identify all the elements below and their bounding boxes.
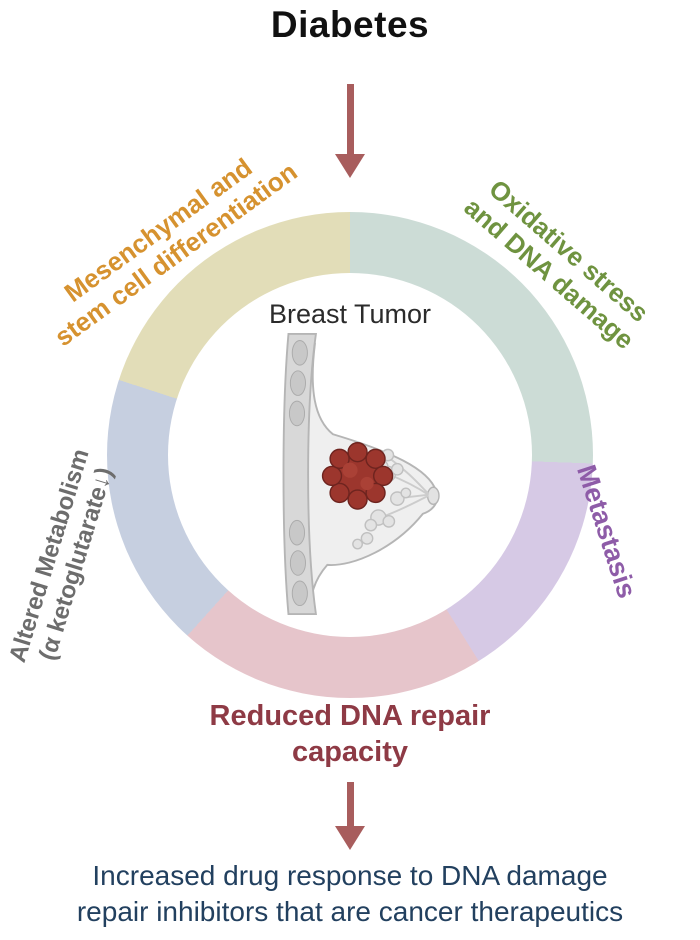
outcome-line: Increased drug response to DNA damage [92,860,608,891]
outcome-line: repair inhibitors that are cancer therap… [76,896,624,928]
arrow-head-icon [335,154,365,178]
label-line: capacity [291,736,409,769]
tumor [321,442,394,510]
outcome-text: Increased drug response to DNA damage re… [0,858,700,931]
center-label: Breast Tumor [268,299,432,329]
torso-band [282,332,318,616]
down-arrow-top [0,84,700,178]
gland-lobules [352,448,412,550]
ring-inner-circle: Breast Tumor [168,273,532,637]
breast-tumor-illustration [282,332,440,616]
page-title: Diabetes [270,4,430,45]
arrow-shaft [346,782,354,826]
arrow-head-icon [335,826,365,850]
down-arrow-bottom [0,782,700,850]
label-altered-metabolism: Altered Metabolism (α ketoglutarate↓) [0,432,126,687]
label-reduced-dna-repair: Reduced DNA repair capacity [0,698,700,771]
arrow-shaft [346,84,354,154]
label-line: Reduced DNA repair [209,700,491,732]
